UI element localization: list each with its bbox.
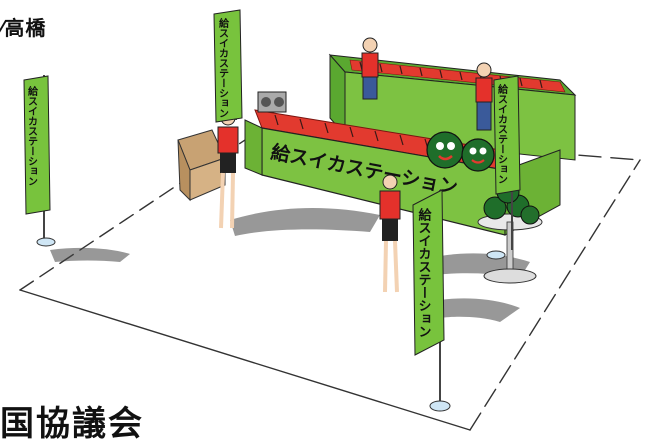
flag-left-text: 給スイカステーション (26, 85, 38, 186)
speaker-box (257, 91, 287, 113)
flag-text-group: 給スイカステーション 給スイカステーション 給スイカステーション 給スイカステー… (26, 17, 508, 338)
flag-back-right-text: 給スイカステーション (496, 83, 508, 184)
flag-back-left (213, 9, 243, 123)
flag-front-text: 給スイカステーション (416, 207, 432, 338)
flag-left (23, 75, 56, 247)
bottom-left-label: 国協議会 (0, 404, 144, 441)
watermelon-mascots (426, 131, 495, 172)
top-left-label: ⁄高橋 (0, 16, 47, 40)
cast-shadows (50, 208, 530, 322)
flag-front (412, 189, 451, 412)
cardboard-box (177, 129, 226, 202)
staff-figures (217, 37, 493, 293)
flag-back-right (486, 75, 521, 260)
flag-back-left-text: 給スイカステーション (217, 17, 229, 118)
